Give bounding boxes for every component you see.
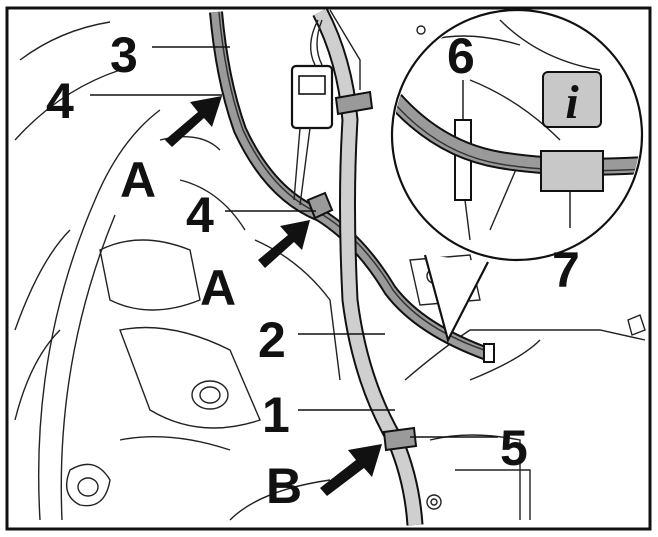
callout-a-upper: A [120, 152, 156, 208]
callout-6: 6 [447, 28, 475, 84]
wiring-harness-1 [312, 8, 424, 526]
info-icon: i [542, 71, 602, 129]
info-badge-letter: i [565, 76, 579, 129]
callout-4-upper: 4 [46, 73, 74, 129]
cable-tie-middle [306, 191, 334, 220]
arrow-b [320, 444, 382, 496]
callout-b: B [266, 458, 302, 514]
callout-3: 3 [110, 27, 138, 83]
arrow-a-lower [258, 220, 310, 268]
leader-lines [90, 46, 571, 438]
callout-5: 5 [500, 420, 528, 476]
callout-labels: 3 4 A 4 A 2 1 5 B 6 7 [46, 27, 580, 514]
callout-4-lower: 4 [186, 187, 214, 243]
connector-plug [290, 19, 334, 206]
adhesive-tape-7 [540, 150, 604, 192]
vehicle-body-linework [14, 9, 646, 521]
cable-tie-upper [334, 90, 374, 116]
callout-a-lower: A [200, 260, 236, 316]
callout-1: 1 [262, 387, 290, 443]
cable-tie-5 [382, 426, 418, 452]
arrow-a-upper [165, 96, 222, 147]
callout-2: 2 [258, 312, 286, 368]
callout-7: 7 [552, 242, 580, 298]
